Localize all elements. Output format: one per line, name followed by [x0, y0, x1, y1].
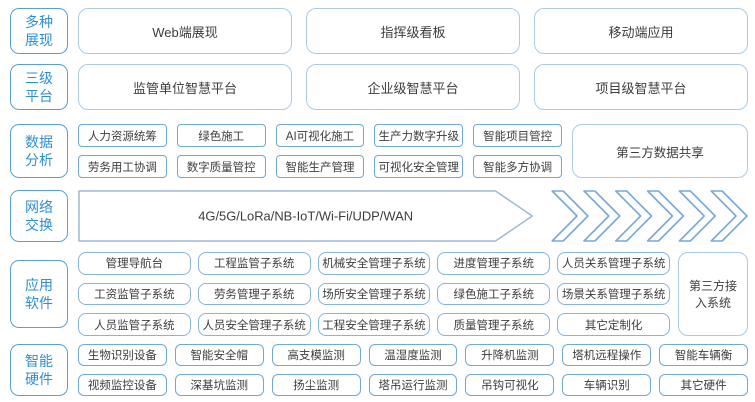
display-layer-row: 多种 展现 Web端展现 指挥级看板 移动端应用	[10, 8, 748, 54]
chevron-right-icon	[551, 190, 589, 242]
subsystem-box: 人员安全管理子系统	[197, 313, 311, 336]
display-box-web: Web端展现	[78, 8, 292, 54]
display-box-mobile: 移动端应用	[534, 8, 748, 54]
chevron-right-icon	[646, 190, 685, 242]
network-layer-label: 网络 交换	[10, 190, 68, 242]
data-analysis-label: 数据 分析	[10, 124, 68, 178]
platform-box-project: 项目级智慧平台	[534, 64, 748, 110]
chevron-right-icon	[678, 190, 716, 242]
platform-box-regulator: 监管单位智慧平台	[78, 64, 292, 110]
network-arrow: 4G/5G/LoRa/NB-IoT/Wi-Fi/UDP/WAN	[78, 190, 748, 242]
chevron-right-icon	[583, 190, 621, 242]
hardware-box: 视频监控设备	[78, 374, 167, 396]
data-box: 可视化安全管理	[374, 155, 464, 178]
hardware-layer-label: 智能 硬件	[10, 344, 68, 396]
data-analysis-row: 数据 分析 人力资源统筹 绿色施工 AI可视化施工 生产力数字升级 智能项目管控…	[10, 124, 748, 178]
subsystem-box: 场景关系管理子系统	[557, 282, 670, 306]
third-party-data-share-box: 第三方数据共享	[572, 124, 748, 178]
hardware-layer-row: 智能 硬件 生物识别设备 智能安全帽 高支模监测 温湿度监测 升降机监测 塔机远…	[10, 344, 748, 396]
software-layer-label: 应用 软件	[10, 260, 68, 328]
subsystem-box: 工程安全管理子系统	[317, 313, 431, 336]
subsystem-box: 管理导航台	[78, 252, 191, 275]
subsystem-box: 场所安全管理子系统	[317, 282, 431, 306]
data-box: 劳务用工协调	[78, 155, 167, 178]
subsystem-box: 工程监管子系统	[197, 252, 311, 275]
data-box: 智能项目管控	[473, 124, 562, 147]
hardware-grid: 生物识别设备 智能安全帽 高支模监测 温湿度监测 升降机监测 塔机远程操作 智能…	[78, 344, 748, 396]
data-box: 生产力数字升级	[374, 124, 464, 147]
hardware-box: 温湿度监测	[368, 344, 458, 366]
hardware-box: 智能安全帽	[174, 344, 264, 366]
data-box: 绿色施工	[176, 124, 266, 147]
chevron-right-icon	[710, 190, 748, 242]
network-arrow-body	[78, 190, 534, 242]
chevron-right-icon	[614, 190, 653, 242]
data-analysis-grid: 人力资源统筹 绿色施工 AI可视化施工 生产力数字升级 智能项目管控 劳务用工协…	[78, 124, 562, 178]
data-box: 智能生产管理	[275, 155, 365, 178]
hardware-box: 吊钩可视化	[465, 374, 555, 396]
data-box: 数字质量管控	[176, 155, 266, 178]
data-box: 人力资源统筹	[78, 124, 167, 147]
hardware-box: 其它硬件	[659, 374, 748, 396]
hardware-box: 塔机远程操作	[562, 344, 652, 366]
display-layer-label: 多种 展现	[10, 8, 68, 54]
subsystem-box: 人员监管子系统	[78, 313, 191, 336]
display-box-dashboard: 指挥级看板	[306, 8, 520, 54]
subsystem-box: 工资监管子系统	[78, 282, 191, 306]
hardware-box: 车辆识别	[562, 374, 652, 396]
subsystem-box: 进度管理子系统	[437, 252, 551, 275]
subsystem-box: 劳务管理子系统	[197, 282, 311, 306]
hardware-box: 升降机监测	[465, 344, 555, 366]
network-protocols-text: 4G/5G/LoRa/NB-IoT/Wi-Fi/UDP/WAN	[198, 208, 413, 223]
data-box: 智能多方协调	[473, 155, 562, 178]
hardware-box: 深基坑监测	[174, 374, 264, 396]
hardware-box: 智能车辆衡	[659, 344, 748, 366]
hardware-box: 高支模监测	[271, 344, 361, 366]
subsystem-box: 机械安全管理子系统	[317, 252, 431, 275]
subsystem-box: 其它定制化	[557, 313, 670, 336]
hardware-box: 扬尘监测	[271, 374, 361, 396]
data-box: AI可视化施工	[275, 124, 365, 147]
network-layer-row: 网络 交换 4G/5G/LoRa/NB-IoT/Wi-Fi/UDP/WAN	[10, 190, 748, 242]
chevron-group	[551, 190, 748, 242]
platform-layer-label: 三级 平台	[10, 64, 68, 110]
platform-layer-row: 三级 平台 监管单位智慧平台 企业级智慧平台 项目级智慧平台	[10, 64, 748, 110]
software-grid: 管理导航台 工程监管子系统 机械安全管理子系统 进度管理子系统 人员关系管理子系…	[78, 252, 670, 336]
subsystem-box: 人员关系管理子系统	[557, 252, 670, 275]
third-party-access-box: 第三方接 入系统	[678, 252, 748, 336]
software-layer-row: 应用 软件 管理导航台 工程监管子系统 机械安全管理子系统 进度管理子系统 人员…	[10, 252, 748, 336]
hardware-box: 生物识别设备	[78, 344, 167, 366]
hardware-box: 塔吊运行监测	[368, 374, 458, 396]
subsystem-box: 质量管理子系统	[437, 313, 551, 336]
subsystem-box: 绿色施工子系统	[437, 282, 551, 306]
platform-box-enterprise: 企业级智慧平台	[306, 64, 520, 110]
